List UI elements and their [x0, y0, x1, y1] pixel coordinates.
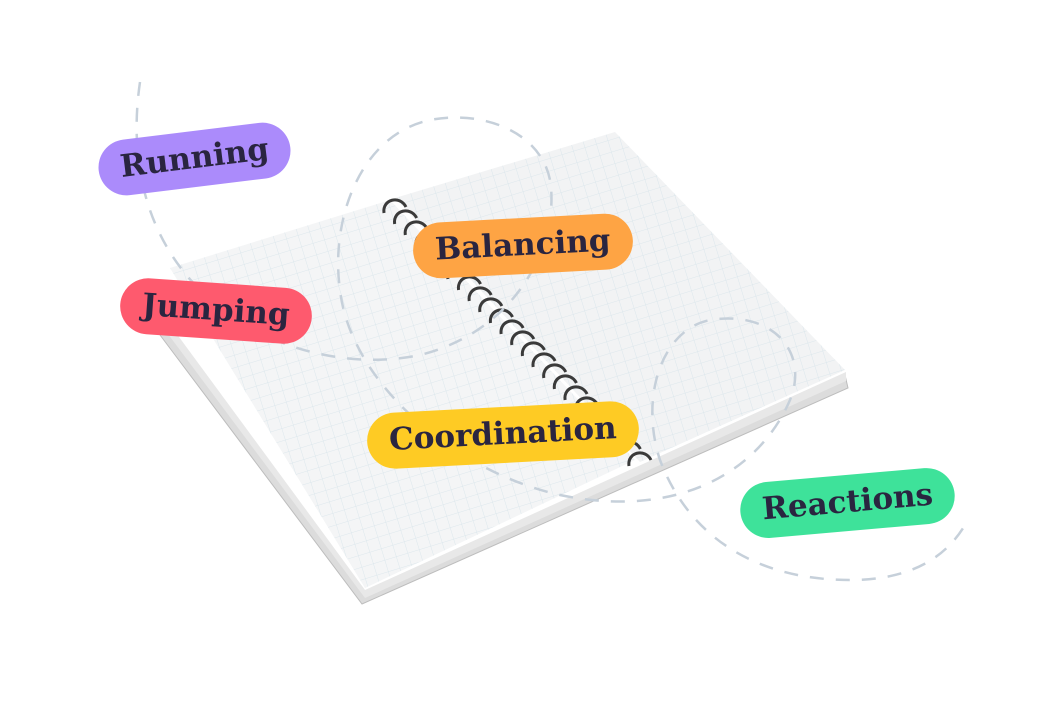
spiral-ring: [627, 451, 653, 467]
spiral-ring: [531, 352, 557, 368]
spiral-ring: [393, 209, 418, 225]
spiral-ring: [542, 363, 568, 379]
spiral-ring: [457, 275, 482, 291]
spiral-ring: [489, 308, 514, 324]
dashed-paths: [135, 81, 967, 582]
spiral-ring: [499, 319, 525, 335]
spiral-ring: [552, 374, 578, 390]
spiral-ring: [563, 385, 589, 401]
spiral-ring: [478, 297, 504, 313]
spiral-ring: [467, 286, 493, 302]
spiral-ring: [382, 198, 408, 214]
spiral-ring: [520, 341, 546, 357]
spiral-ring: [510, 330, 536, 346]
tag-balancing: Balancing: [411, 212, 634, 280]
